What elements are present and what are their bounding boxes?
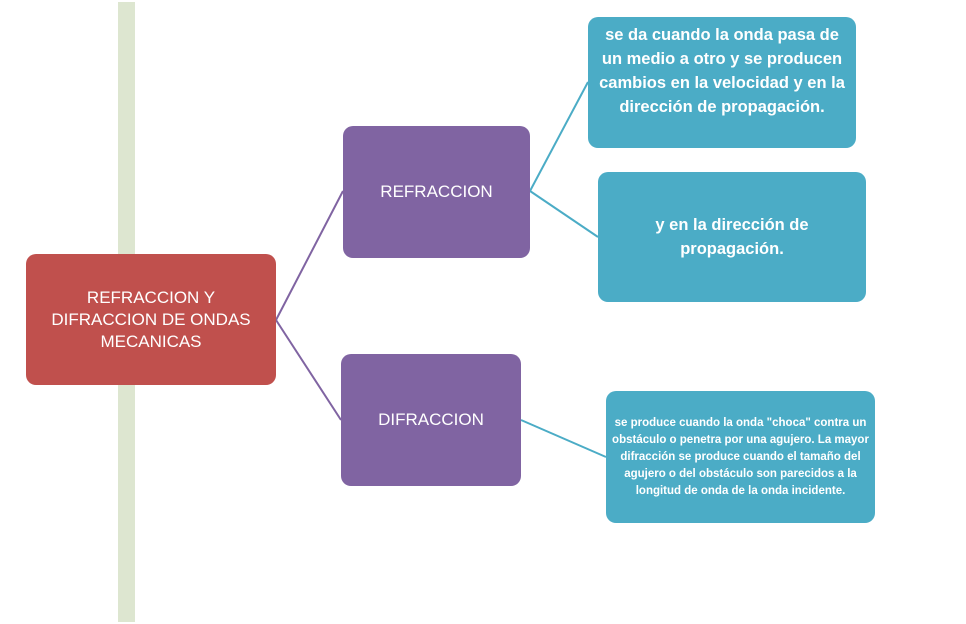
root-node: REFRACCION Y DIFRACCION DE ONDAS MECANIC… [26, 254, 276, 385]
detail-node-refraccion-2: y en la dirección de propagación. [598, 172, 866, 302]
branch-label-refraccion: REFRACCION [380, 182, 493, 201]
branch-label-difraccion: DIFRACCION [378, 410, 484, 429]
detail-text-refraccion-1: se da cuando la onda pasa de un medio a … [599, 26, 845, 116]
detail-node-difraccion: se produce cuando la onda "choca" contra… [606, 391, 875, 523]
root-label: REFRACCION Y DIFRACCION DE ONDAS MECANIC… [51, 287, 251, 351]
detail-text-difraccion: se produce cuando la onda "choca" contra… [612, 416, 869, 497]
connector-root-refraccion [275, 190, 344, 321]
connector-root-difraccion [275, 319, 342, 421]
branch-node-difraccion: DIFRACCION [341, 354, 521, 486]
branch-node-refraccion: REFRACCION [343, 126, 530, 258]
connector-refraccion-detail-1 [529, 81, 589, 192]
detail-text-refraccion-2: y en la dirección de propagación. [655, 216, 809, 258]
connector-difraccion-detail [520, 419, 607, 458]
detail-node-refraccion-1: se da cuando la onda pasa de un medio a … [588, 17, 856, 148]
connector-refraccion-detail-2 [529, 190, 599, 238]
